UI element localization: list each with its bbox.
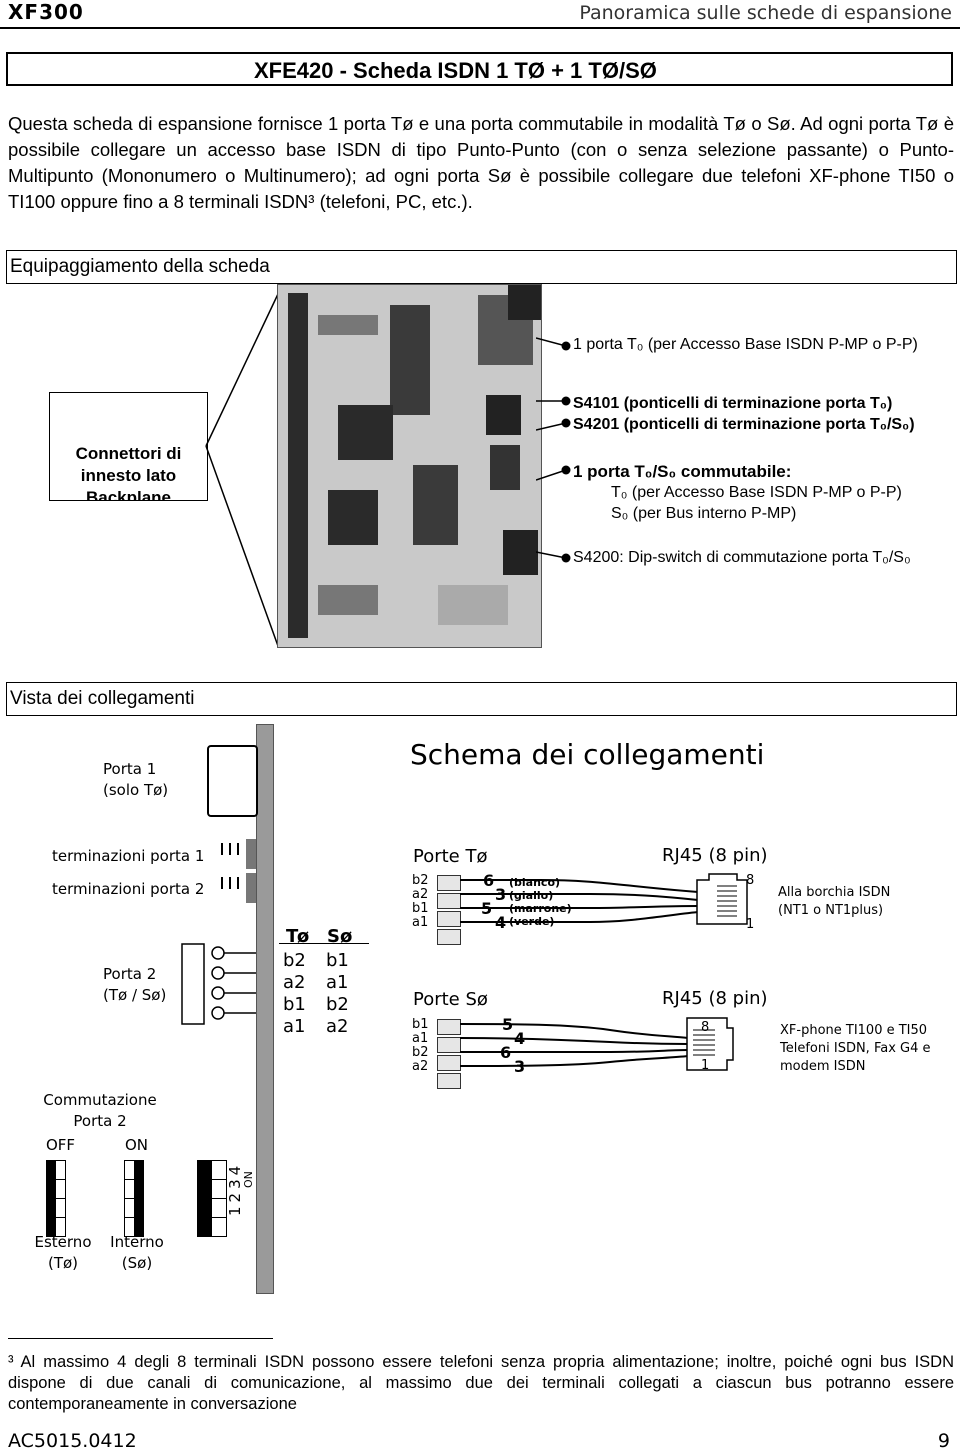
- t-left-pin: a1: [412, 915, 429, 930]
- porte-t-label: Porte Tø: [413, 846, 488, 867]
- s-left-pins: b1 a1 b2 a2: [412, 1018, 429, 1074]
- label-port2-t: T₀ (per Accesso Base ISDN P-MP o P-P): [611, 484, 902, 501]
- s-pin: a1: [326, 972, 349, 993]
- s-left-pin: a1: [412, 1031, 429, 1046]
- dip-on-example: [124, 1160, 144, 1237]
- int-label: Interno (Sø): [110, 1233, 164, 1272]
- s-pin-column: b1 a1 b2 a2: [326, 950, 349, 1038]
- porte-s-label: Porte Sø: [413, 989, 488, 1010]
- header-section: Panoramica sulle schede di espansione: [579, 2, 952, 24]
- porta1-sub: (solo Tø): [103, 781, 169, 799]
- connectors-box: Connettori di innesto lato Backplane: [49, 392, 208, 501]
- rj45-t-label: RJ45 (8 pin): [662, 845, 768, 866]
- footnote: ³ Al massimo 4 degli 8 terminali ISDN po…: [8, 1353, 954, 1413]
- t-left-pin: a2: [412, 887, 429, 902]
- t-left-pins: b2 a2 b1 a1: [412, 874, 429, 930]
- links-heading: Vista dei collegamenti: [10, 688, 195, 709]
- s-destination: XF-phone TI100 e TI50 Telefoni ISDN, Fax…: [780, 1023, 931, 1074]
- off-label: OFF: [46, 1136, 76, 1154]
- label-port2-s: S₀ (per Bus interno P-MP): [611, 505, 797, 522]
- dip-num: 2: [226, 1188, 244, 1203]
- dip-numbers: 1234: [226, 1162, 244, 1216]
- porta2-connector: [181, 943, 256, 1025]
- label-s4101: S4101 (ponticelli di terminazione porta …: [573, 395, 893, 412]
- s-pin1: 1: [701, 1058, 710, 1073]
- backplane-strip: [256, 724, 274, 1294]
- dip-switch-s4200[interactable]: [197, 1160, 227, 1237]
- t-left-pin: b1: [412, 901, 429, 916]
- s-pin: a2: [326, 1016, 349, 1037]
- termination-jumpers: [221, 839, 256, 903]
- links-heading-box: Vista dei collegamenti: [6, 682, 957, 716]
- t-pin-column: b2 a2 b1 a1: [283, 950, 306, 1038]
- t-pin: a2: [283, 972, 306, 993]
- page-title: XFE420 - Scheda ISDN 1 TØ + 1 TØ/SØ: [254, 58, 657, 83]
- on-label: ON: [125, 1136, 149, 1154]
- porta2-sub: (Tø / Sø): [103, 986, 167, 1004]
- porta1-label: Porta 1: [103, 760, 157, 778]
- doc-code: AC5015.0412: [8, 1430, 137, 1452]
- term2-label: terminazioni porta 2: [52, 880, 205, 898]
- s-left-pin: b1: [412, 1017, 429, 1032]
- title-box: XFE420 - Scheda ISDN 1 TØ + 1 TØ/SØ: [6, 52, 953, 86]
- dip-on-label: ON: [242, 1171, 255, 1188]
- dip-num: 1: [226, 1202, 244, 1216]
- t-wires: [460, 879, 699, 923]
- t-pin8: 8: [746, 873, 755, 888]
- t-pin: b2: [283, 950, 306, 971]
- label-s4201: S4201 (ponticelli di terminazione porta …: [573, 416, 915, 433]
- brand-logo: XF300: [8, 0, 84, 24]
- t-pin: a1: [283, 1016, 306, 1037]
- t-color: (giallo): [509, 889, 554, 902]
- equip-heading: Equipaggiamento della scheda: [10, 256, 270, 277]
- s-plug: [437, 1019, 461, 1091]
- footnote-rule: [8, 1338, 273, 1339]
- t-pin: b1: [283, 994, 306, 1015]
- board-illustration: [278, 285, 541, 647]
- s-wires: [460, 1023, 689, 1067]
- equip-heading-box: Equipaggiamento della scheda: [6, 250, 957, 284]
- t-rj45-jack: [696, 873, 748, 925]
- porta1-jack: [207, 745, 258, 817]
- connectors-label: Connettori di innesto lato Backplane: [75, 444, 182, 501]
- t-destination: Alla borchia ISDN (NT1 o NT1plus): [778, 885, 891, 918]
- rj45-s-label: RJ45 (8 pin): [662, 988, 768, 1009]
- schema-title: Schema dei collegamenti: [410, 738, 765, 771]
- t-left-pin: b2: [412, 873, 429, 888]
- label-port1: 1 porta T₀ (per Accesso Base ISDN P-MP o…: [573, 336, 918, 353]
- pin-table-rule: [279, 943, 369, 944]
- connector-lines: [205, 293, 279, 647]
- col-s-header: Sø: [327, 926, 353, 947]
- s-pin: b1: [326, 950, 349, 971]
- s-pin8: 8: [701, 1020, 710, 1035]
- page-number: 9: [937, 1430, 950, 1452]
- intro-paragraph: Questa scheda di espansione fornisce 1 p…: [8, 113, 954, 212]
- callout-lines: [536, 337, 571, 563]
- s-pin: b2: [326, 994, 349, 1015]
- s-left-pin: a2: [412, 1059, 429, 1074]
- term1-label: terminazioni porta 1: [52, 847, 205, 865]
- board-photo: [277, 284, 542, 648]
- s-left-pin: b2: [412, 1045, 429, 1060]
- dip-off-example: [46, 1160, 66, 1237]
- s-rj45-jack: [686, 1017, 734, 1071]
- comm-label: Commutazione Porta 2: [43, 1091, 157, 1130]
- porta2-label: Porta 2: [103, 965, 157, 983]
- header-rule: [0, 27, 960, 29]
- ext-label: Esterno (Tø): [34, 1233, 92, 1272]
- t-plug: [437, 875, 461, 947]
- t-pin1: 1: [746, 917, 755, 932]
- col-t-header: Tø: [286, 926, 310, 947]
- label-port2: 1 porta T₀/S₀ commutabile:: [573, 462, 792, 481]
- label-s4200: S4200: Dip-switch di commutazione porta …: [573, 549, 911, 566]
